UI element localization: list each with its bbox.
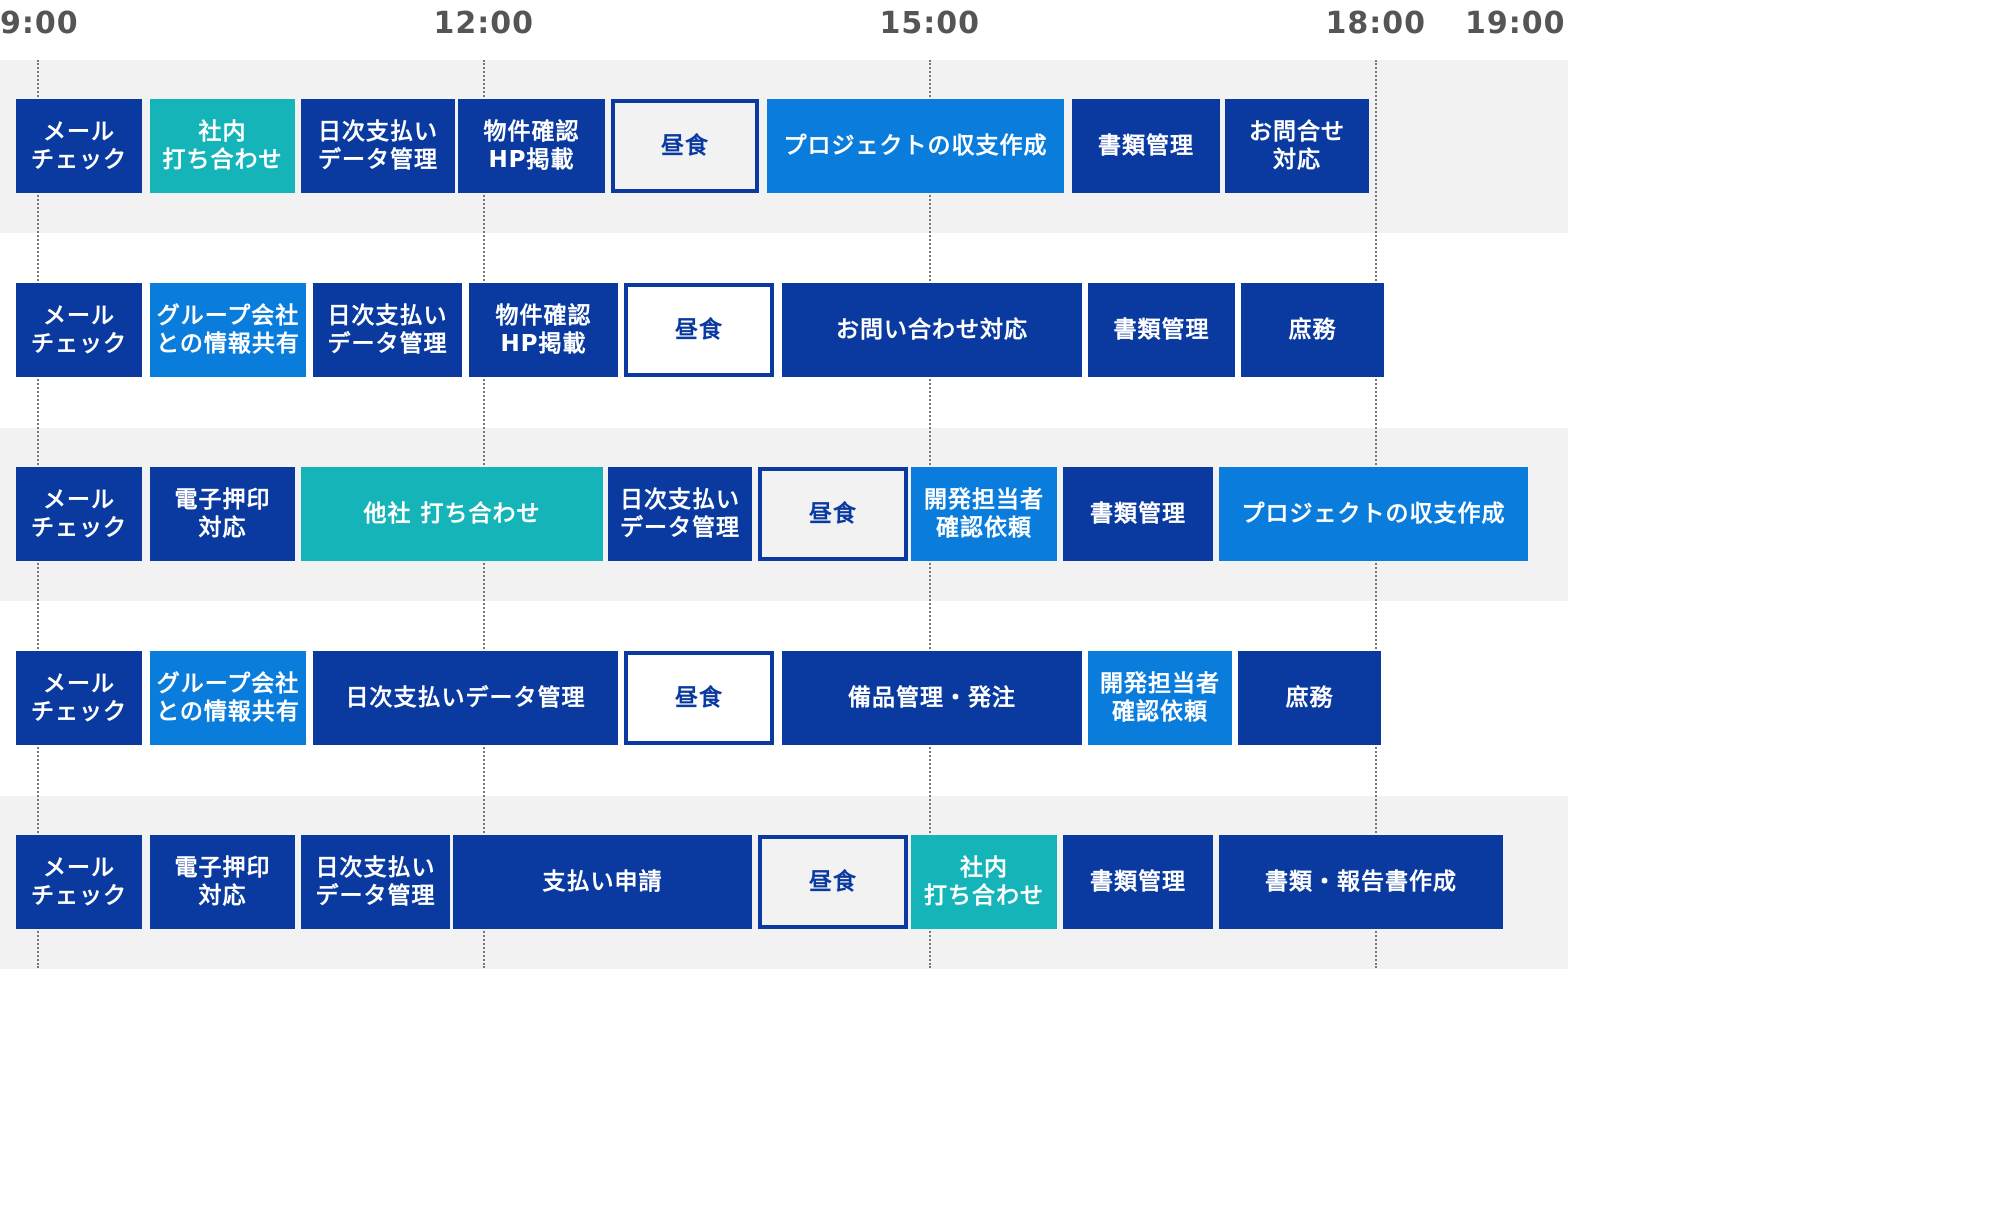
task-block: 庶務 xyxy=(1241,283,1384,377)
task-block: 電子押印 対応 xyxy=(150,835,295,929)
task-block: メール チェック xyxy=(16,99,142,193)
task-block: グループ会社 との情報共有 xyxy=(150,283,306,377)
time-label: 15:00 xyxy=(879,6,981,41)
task-block: プロジェクトの収支作成 xyxy=(1219,467,1528,561)
lunch-block: 昼食 xyxy=(624,651,774,745)
task-block: プロジェクトの収支作成 xyxy=(767,99,1064,193)
time-label: 12:00 xyxy=(433,6,534,41)
task-block: 日次支払い データ管理 xyxy=(301,99,455,193)
task-block: メール チェック xyxy=(16,467,142,561)
task-block: 書類管理 xyxy=(1072,99,1220,193)
lunch-block: 昼食 xyxy=(611,99,759,193)
task-block: メール チェック xyxy=(16,835,142,929)
task-block: 他社 打ち合わせ xyxy=(301,467,603,561)
task-block: 日次支払い データ管理 xyxy=(608,467,752,561)
task-block: 支払い申請 xyxy=(453,835,752,929)
task-block: 日次支払いデータ管理 xyxy=(313,651,618,745)
task-block: グループ会社 との情報共有 xyxy=(150,651,306,745)
lunch-block: 昼食 xyxy=(758,467,908,561)
task-block: 書類管理 xyxy=(1063,467,1213,561)
task-block: 備品管理・発注 xyxy=(782,651,1082,745)
task-block: 書類・報告書作成 xyxy=(1219,835,1503,929)
time-label: 9:00 xyxy=(0,6,79,41)
time-label: 19:00 xyxy=(1465,6,1566,41)
task-block: 電子押印 対応 xyxy=(150,467,295,561)
task-block: メール チェック xyxy=(16,651,142,745)
task-block: 社内 打ち合わせ xyxy=(911,835,1057,929)
task-block: お問い合わせ対応 xyxy=(782,283,1082,377)
task-block: お問合せ 対応 xyxy=(1225,99,1369,193)
task-block: 物件確認 HP掲載 xyxy=(469,283,618,377)
task-block: 物件確認 HP掲載 xyxy=(458,99,605,193)
task-block: 日次支払い データ管理 xyxy=(301,835,450,929)
time-label: 18:00 xyxy=(1325,6,1427,41)
lunch-block: 昼食 xyxy=(624,283,774,377)
task-block: 書類管理 xyxy=(1063,835,1213,929)
task-block: メール チェック xyxy=(16,283,142,377)
task-block: 書類管理 xyxy=(1088,283,1235,377)
task-block: 開発担当者 確認依頼 xyxy=(911,467,1057,561)
lunch-block: 昼食 xyxy=(758,835,908,929)
task-block: 庶務 xyxy=(1238,651,1381,745)
task-block: 社内 打ち合わせ xyxy=(150,99,295,193)
task-block: 開発担当者 確認依頼 xyxy=(1088,651,1232,745)
task-block: 日次支払い データ管理 xyxy=(313,283,462,377)
